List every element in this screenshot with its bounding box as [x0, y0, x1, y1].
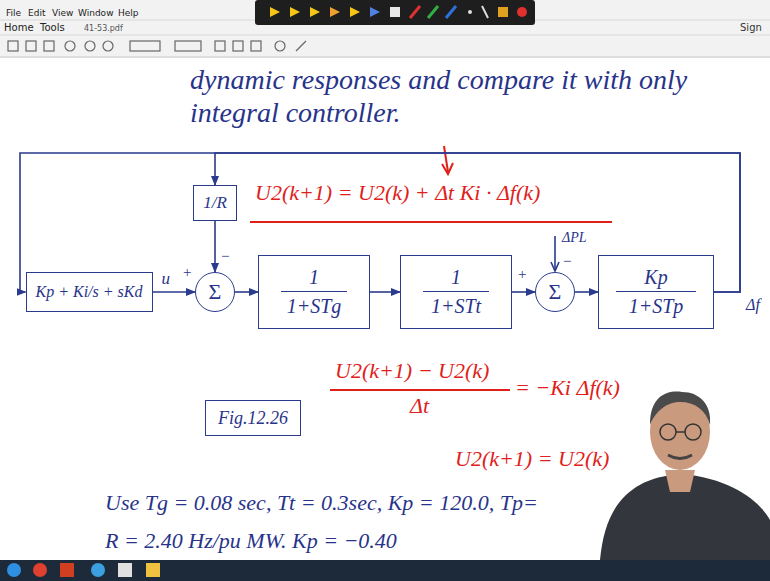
signal-line: [512, 291, 535, 293]
block-text: 1/R: [203, 193, 227, 213]
block-text: Kp + Ki/s + sKd: [36, 283, 143, 301]
menu-item: Edit: [28, 8, 45, 18]
file-tab: 41-53.pdf: [84, 24, 123, 33]
tab-name: Tools: [40, 22, 65, 34]
signal-line: [575, 291, 598, 293]
block-text: Σ: [549, 279, 562, 304]
disturbance-label: ΔPL: [562, 230, 587, 246]
red-annotations: [250, 146, 612, 390]
taskbar: [0, 560, 770, 581]
red-equation: = −Ki Δf(k): [515, 375, 620, 400]
signal-line: [370, 291, 400, 293]
menu-item: Window: [78, 8, 114, 18]
toolbar-icons: [8, 41, 306, 51]
presenter-photo: [600, 392, 770, 560]
sign-mark: −: [221, 248, 229, 265]
divider: [0, 57, 770, 58]
output-label: Δf: [746, 296, 760, 314]
sign-mark: −: [563, 253, 571, 270]
signal-line: [153, 291, 196, 293]
block-text: 1+STt: [431, 295, 481, 318]
figure-tag: Fig.12.26: [205, 400, 301, 436]
floating-annotation-bar: [255, 0, 535, 25]
block-text: Kp: [616, 266, 695, 292]
red-equation: Δt: [410, 393, 429, 418]
signal-line: [214, 221, 216, 272]
block-text: 1+STp: [629, 295, 684, 318]
block-text: Fig.12.26: [218, 408, 288, 429]
sign-in-link: Sign: [740, 22, 762, 34]
handwritten-note: dynamic responses and compare it with on…: [190, 64, 687, 96]
controller-box: Kp + Ki/s + sKd: [26, 272, 153, 312]
signal-line: [235, 291, 258, 293]
divider: [0, 35, 770, 36]
disturbance-arrow: [551, 236, 559, 271]
block-text: 1: [423, 266, 489, 292]
red-equation: U2(k+1) − U2(k): [335, 358, 489, 383]
block-text: 1+STg: [287, 295, 342, 318]
summing-junction: Σ: [535, 272, 575, 312]
signal-name: u: [162, 269, 171, 289]
governor-block: 1 1+STg: [258, 255, 370, 329]
parameter-note: Use Tg = 0.08 sec, Tt = 0.3sec, Kp = 120…: [105, 490, 538, 515]
menu-item: Help: [118, 8, 139, 18]
signal-line: [215, 153, 740, 292]
taskbar-icons: [7, 563, 160, 577]
block-text: 1: [281, 266, 347, 292]
summing-junction: Σ: [195, 272, 235, 312]
droop-box: 1/R: [193, 185, 237, 221]
menu-item: File: [6, 8, 21, 18]
red-equation: U2(k+1) = U2(k): [455, 446, 609, 471]
sign-mark: +: [518, 266, 526, 283]
power-system-block: Kp 1+STp: [598, 255, 714, 329]
handwritten-note: integral controller.: [190, 97, 401, 129]
annotation-tools: [270, 6, 527, 18]
block-text: Σ: [209, 279, 222, 304]
menu-item: View: [52, 8, 73, 18]
toolbar-ground: [0, 0, 770, 58]
tab-name: Home: [4, 22, 34, 34]
parameter-note: R = 2.40 Hz/pu MW. Kp = −0.40: [105, 528, 397, 553]
red-equation: U2(k+1) = U2(k) + Δt Ki · Δf(k): [255, 180, 540, 205]
turbine-block: 1 1+STt: [400, 255, 512, 329]
sign-mark: +: [183, 264, 191, 281]
